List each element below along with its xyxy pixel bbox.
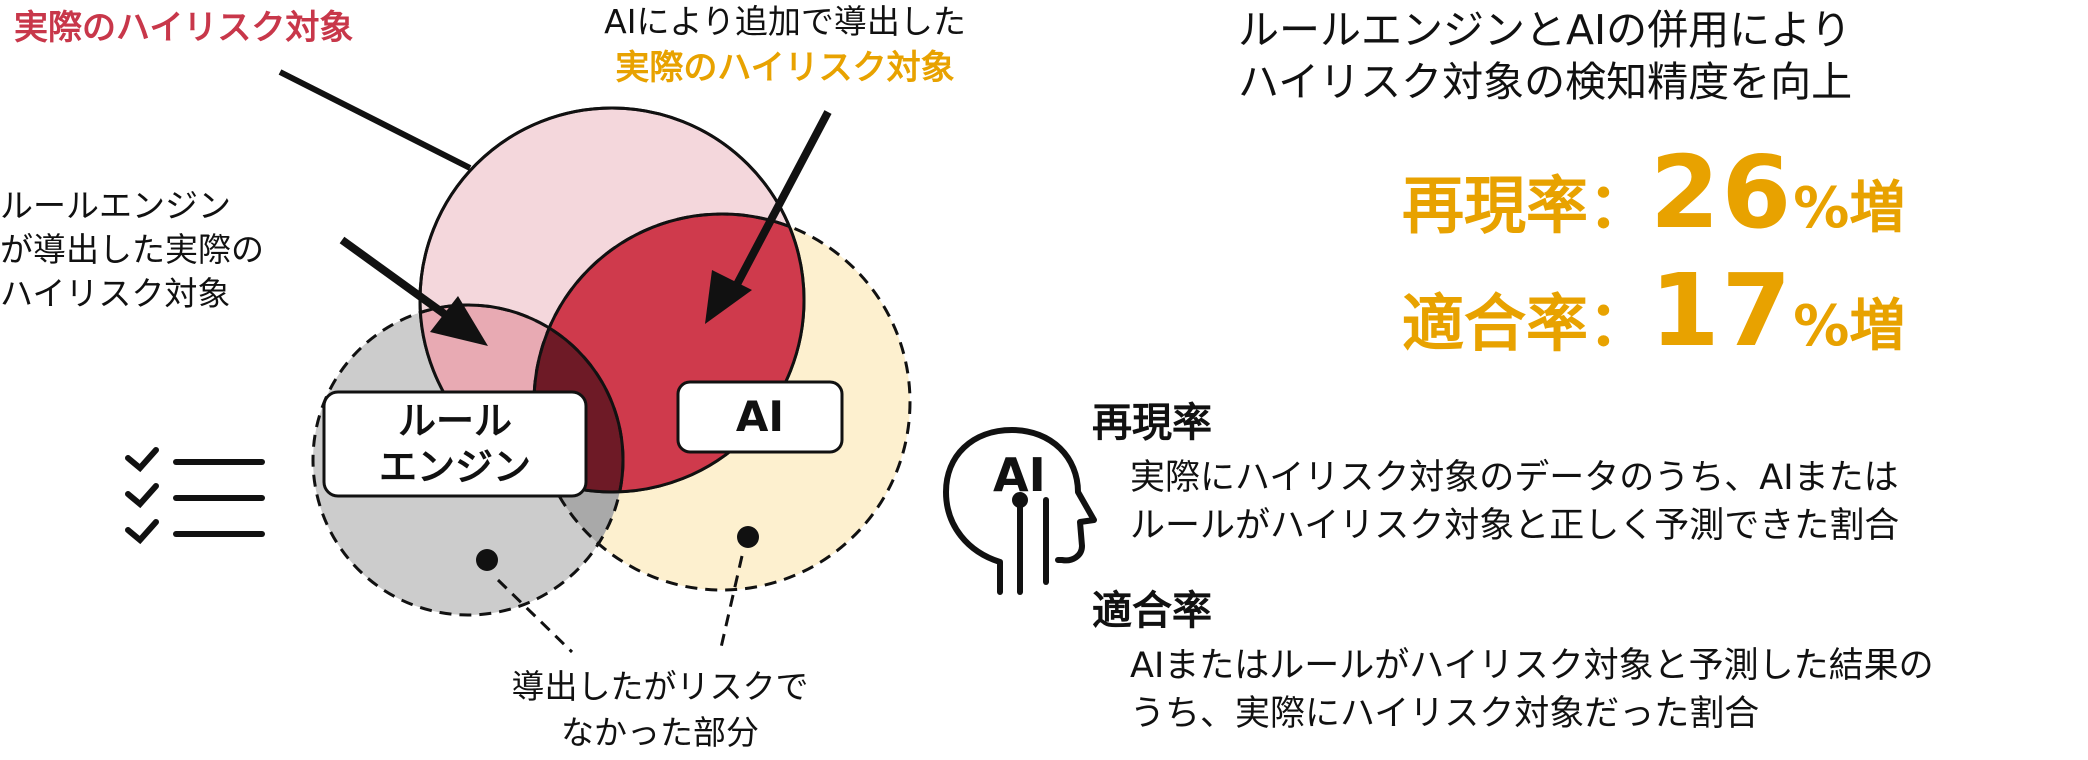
ai-additional-callout-line1: AIにより追加で導出した [604, 2, 966, 41]
rule-engine-label-box [322, 390, 588, 498]
precision-metric-value: 17 [1650, 252, 1794, 369]
triple-overlap [534, 305, 623, 492]
precision-definition: 適合率 AIまたはルールがハイリスク対象と予測した結果の うち、実際にハイリスク… [1092, 578, 1934, 738]
precision-metric-label: 適合率 [1402, 287, 1589, 360]
recall-definition-line1: 実際にハイリスク対象のデータのうち、AIまたは [1130, 458, 1899, 498]
ai-label: AI [735, 392, 785, 441]
summary-heading: ルールエンジンとAIの併用により ハイリスク対象の検知精度を向上 [1238, 4, 1852, 108]
precision-metric: 適合率：17%増 [1402, 252, 1905, 369]
rule-derived-callout-line3: ハイリスク対象 [0, 274, 231, 313]
ai-additional-callout: AIにより追加で導出した 実際のハイリスク対象 [560, 2, 1010, 88]
recall-metric-label: 再現率 [1402, 169, 1589, 242]
rule-arrow-head [430, 296, 488, 346]
actual-callout-line [278, 69, 472, 171]
recall-definition: 再現率 実際にハイリスク対象のデータのうち、AIまたは ルールがハイリスク対象と… [1092, 390, 1899, 550]
false-positive-callout: 導出したがリスクで なかった部分 [460, 664, 860, 756]
ai-arrow-head [705, 270, 752, 324]
false-positive-callout-line1: 導出したがリスクで [511, 667, 809, 706]
actual-high-risk-callout: 実際のハイリスク対象 [14, 8, 354, 48]
ai-head-icon-text: AI [993, 448, 1046, 502]
summary-heading-line2: ハイリスク対象の検知精度を向上 [1238, 58, 1853, 106]
ai-head-icon [943, 427, 1097, 595]
recall-metric-unit: %増 [1793, 176, 1906, 241]
checklist-icon [125, 447, 265, 545]
precision-definition-body: AIまたはルールがハイリスク対象と予測した結果の うち、実際にハイリスク対象だっ… [1130, 642, 1934, 738]
recall-metric-value: 26 [1650, 134, 1794, 251]
ai-arrow-shaft [730, 110, 832, 292]
precision-definition-line2: うち、実際にハイリスク対象だった割合 [1130, 694, 1760, 734]
rule-arrow-shaft [339, 236, 453, 322]
recall-definition-title: 再現率 [1092, 400, 1212, 446]
ai-fp-dot [737, 526, 759, 548]
rule-fp-leader [496, 578, 574, 654]
precision-metric-colon: ： [1588, 287, 1651, 360]
rule-engine-label-line2: エンジン [378, 445, 531, 489]
rule-derived-callout: ルールエンジン が導出した実際の ハイリスク対象 [0, 184, 264, 316]
recall-metric-colon: ： [1588, 169, 1651, 242]
rule-engine-label: ルール エンジン [324, 398, 586, 490]
precision-metric-unit: %増 [1793, 294, 1906, 359]
recall-definition-line2: ルールがハイリスク対象と正しく予測できた割合 [1130, 506, 1900, 546]
ai-fp-leader [718, 555, 744, 653]
false-positive-callout-line2: なかった部分 [561, 713, 759, 752]
ai-label-box [676, 380, 844, 454]
summary-heading-line1: ルールエンジンとAIの併用により [1238, 6, 1852, 54]
rule-engine-label-line1: ルール [397, 399, 512, 443]
ai-additional-callout-line2: 実際のハイリスク対象 [615, 48, 955, 88]
venn-diagram [125, 69, 1097, 654]
recall-metric: 再現率：26%増 [1402, 134, 1905, 251]
rule-derived-callout-line2: が導出した実際の [0, 230, 264, 269]
rule-fp-dot [476, 549, 498, 571]
rule-derived-callout-line1: ルールエンジン [0, 186, 231, 225]
precision-definition-title: 適合率 [1092, 588, 1212, 634]
precision-definition-line1: AIまたはルールがハイリスク対象と予測した結果の [1130, 646, 1934, 686]
recall-definition-body: 実際にハイリスク対象のデータのうち、AIまたは ルールがハイリスク対象と正しく予… [1130, 454, 1899, 550]
